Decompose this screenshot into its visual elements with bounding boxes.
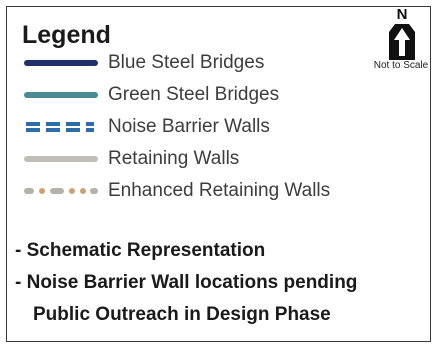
enhanced-wall-dot — [69, 188, 75, 194]
enhanced-wall-dash — [50, 188, 64, 194]
enhanced-retaining-wall-swatch — [20, 185, 102, 197]
note-public-outreach: Public Outreach in Design Phase — [33, 304, 331, 325]
north-arrow: N Not to Scale — [374, 6, 428, 71]
note-noise-barrier-pending: - Noise Barrier Wall locations pending — [15, 272, 358, 293]
note-schematic: - Schematic Representation — [15, 240, 266, 261]
legend-item-blue-steel-bridges: Blue Steel Bridges — [20, 50, 264, 76]
retaining-wall-swatch — [20, 153, 102, 165]
legend-label: Noise Barrier Walls — [108, 116, 270, 137]
noise-barrier-block — [66, 122, 80, 132]
legend-label: Green Steel Bridges — [108, 84, 280, 105]
noise-barrier-block — [26, 122, 40, 132]
legend-item-retaining-walls: Retaining Walls — [20, 146, 239, 172]
blue-steel-bridge-swatch — [20, 57, 102, 69]
north-arrow-icon — [387, 22, 417, 60]
north-letter: N — [396, 6, 408, 23]
legend-label: Enhanced Retaining Walls — [108, 180, 331, 201]
legend-item-green-steel-bridges: Green Steel Bridges — [20, 82, 279, 108]
enhanced-wall-dot — [39, 188, 45, 194]
legend-item-enhanced-retaining-walls: Enhanced Retaining Walls — [20, 178, 330, 204]
enhanced-wall-dash — [24, 188, 34, 194]
scale-note: Not to Scale — [373, 60, 429, 71]
green-steel-bridge-swatch — [20, 89, 102, 101]
noise-barrier-wall-swatch — [20, 121, 102, 133]
enhanced-wall-dash — [90, 188, 98, 194]
noise-barrier-block — [46, 122, 60, 132]
legend-label: Blue Steel Bridges — [108, 52, 265, 73]
legend-title: Legend — [22, 21, 111, 49]
legend-item-noise-barrier-walls: Noise Barrier Walls — [20, 114, 270, 140]
enhanced-wall-dot — [80, 188, 86, 194]
legend-label: Retaining Walls — [108, 148, 240, 169]
noise-barrier-block — [86, 122, 94, 132]
